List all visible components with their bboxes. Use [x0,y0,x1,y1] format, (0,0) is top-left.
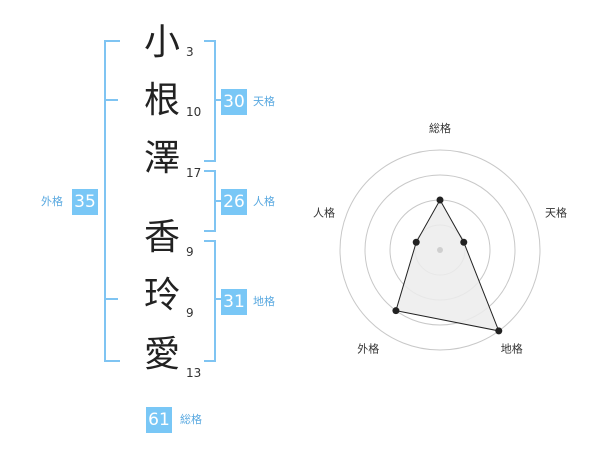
chikaku-bracket-tick [214,298,222,300]
tenkaku-bracket [204,40,216,162]
chikaku-value: 31 [221,289,247,315]
radar-axis-label: 総格 [429,121,451,135]
chikaku-label: 地格 [253,295,275,308]
name-char-2: 根 [143,80,180,121]
gaikaku-value: 35 [72,189,98,215]
radar-area [395,198,500,332]
jinkaku-label: 人格 [253,195,275,208]
name-char-6: 愛 [143,334,180,375]
stroke-count-3: 17 [186,166,202,180]
radar-point [495,327,503,335]
radar-grid-ring [364,174,516,326]
name-char-3: 澤 [143,138,180,179]
outer-bracket [104,40,120,362]
outer-bracket-tick [104,99,118,101]
name-char-5: 玲 [143,275,180,316]
radar-axis-label: 地格 [501,342,523,356]
stroke-count-1: 3 [186,45,194,59]
stroke-count-6: 13 [186,366,202,380]
radar-center-dot [437,247,443,253]
chikaku-bracket [204,240,216,362]
stroke-count-5: 9 [186,306,194,320]
soukaku-value: 61 [146,407,172,433]
soukaku-label: 総格 [180,413,202,426]
radar-grid-ring [339,149,541,351]
gaikaku-label: 外格 [41,195,63,208]
jinkaku-value: 26 [221,189,247,215]
radar-axis-label: 人格 [313,205,335,219]
stroke-count-4: 9 [186,245,194,259]
tenkaku-label: 天格 [253,95,275,108]
tenkaku-bracket-tick [214,99,222,101]
jinkaku-bracket-tick [214,200,222,202]
radar-point [436,196,444,204]
radar-point [460,238,468,246]
radar-point [392,307,400,315]
radar-axis-label: 天格 [545,205,567,219]
name-char-1: 小 [143,22,180,63]
tenkaku-value: 30 [221,89,247,115]
outer-bracket-tick [104,298,118,300]
radar-point [412,238,420,246]
radar-axis-label: 外格 [357,342,379,356]
name-char-4: 香 [143,217,180,258]
stroke-count-2: 10 [186,105,202,119]
